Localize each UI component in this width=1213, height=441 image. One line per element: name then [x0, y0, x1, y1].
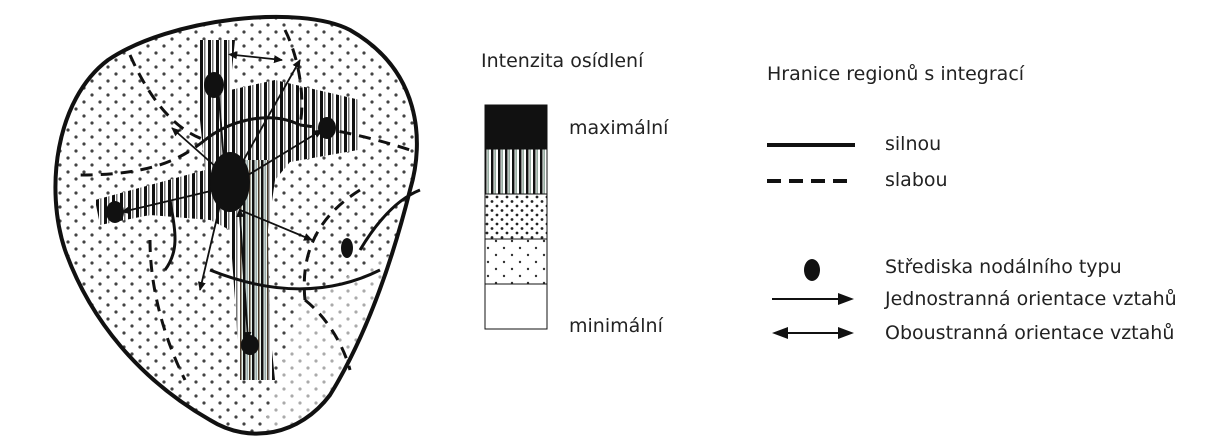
one-way-arrow-icon	[772, 293, 854, 305]
strong-boundary-sample	[767, 143, 855, 147]
region-outline	[53, 14, 419, 436]
weak-boundary-label: slabou	[885, 169, 948, 191]
scale-max-label: maximální	[569, 117, 669, 139]
scale-level-1	[484, 104, 548, 150]
two-way-arrow-label: Oboustranná orientace vztahů	[885, 322, 1175, 344]
node-symbol-label: Střediska nodálního typu	[885, 256, 1122, 278]
node-main	[210, 152, 250, 212]
weak-boundary-sample	[767, 179, 855, 183]
strong-boundary-label: silnou	[885, 133, 942, 155]
nodal-centres	[106, 72, 353, 355]
scale-min-label: minimální	[569, 315, 663, 337]
node-north	[204, 72, 224, 98]
node-symbol-icon	[804, 259, 820, 281]
node-southeast	[341, 238, 353, 258]
scale-level-4	[484, 238, 548, 285]
settlement-scale	[484, 104, 548, 330]
scale-level-5	[484, 283, 548, 330]
node-south	[241, 335, 259, 355]
weak-boundaries	[79, 29, 411, 381]
node-east	[318, 117, 336, 139]
one-way-arrow-label: Jednostranná orientace vztahů	[885, 288, 1177, 310]
scale-level-3	[484, 193, 548, 240]
boundary-legend-title: Hranice regionů s integrací	[767, 63, 1025, 85]
region-map	[53, 14, 421, 436]
scale-level-2	[484, 148, 548, 195]
two-way-arrow-icon	[772, 327, 854, 339]
node-west	[106, 201, 124, 223]
settlement-legend-title: Intenzita osídlení	[481, 50, 644, 72]
